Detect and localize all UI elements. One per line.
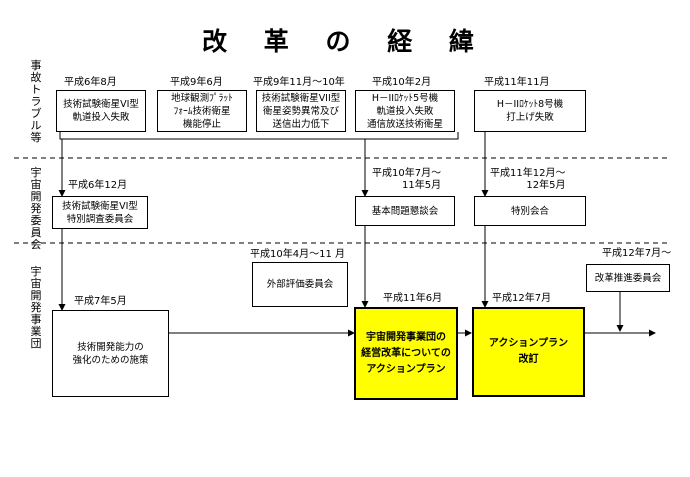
committee-date: 平成11年12月～ 12年5月	[490, 168, 566, 191]
agency-date: 平成10年4月～11 月	[250, 249, 345, 260]
action-plan-revision-box: アクションプラン 改訂	[472, 307, 585, 397]
committee-date: 平成10年7月～ 11年5月	[372, 168, 442, 191]
committee-box: 特別会合	[474, 196, 586, 226]
reform-committee-box: 改革推進委員会	[586, 264, 670, 292]
event-box: H－IIﾛｹｯﾄ8号機 打上げ失敗	[474, 90, 586, 132]
agency-box: 技術開発能力の 強化のための施策	[52, 310, 169, 397]
event-box: 技術試験衛星VII型 衛星姿勢異常及び 送信出力低下	[256, 90, 346, 132]
row-label-incidents: 事故トラブル等	[30, 59, 42, 144]
agency-date: 平成11年6月	[383, 293, 443, 304]
committee-date: 平成6年12月	[68, 180, 128, 191]
agency-date: 平成7年5月	[74, 296, 127, 307]
event-box: H－IIﾛｹｯﾄ5号機 軌道投入失敗 通信放送技術衛星	[355, 90, 455, 132]
event-date: 平成9年6月	[170, 77, 223, 88]
event-date: 平成9年11月～10年	[253, 77, 345, 88]
row-label-committee: 宇宙開発委員会	[30, 166, 42, 251]
event-box: 技術試験衛星VI型 軌道投入失敗	[56, 90, 146, 132]
event-date: 平成10年2月	[372, 77, 432, 88]
committee-box: 基本問題懇談会	[355, 196, 455, 226]
page-title: 改 革 の 経 緯	[202, 27, 488, 56]
event-date: 平成6年8月	[64, 77, 117, 88]
event-box: 地球観測ﾌﾟﾗｯﾄ ﾌｫｰﾑ技術衛星 機能停止	[157, 90, 247, 132]
row-label-agency: 宇宙開発事業団	[30, 265, 42, 350]
action-plan-box: 宇宙開発事業団の 経営改革についての アクションプラン	[354, 307, 458, 400]
agency-box: 外部評価委員会	[252, 262, 348, 307]
agency-date: 平成12年7月～	[602, 248, 672, 259]
event-date: 平成11年11月	[484, 77, 550, 88]
agency-date: 平成12年7月	[492, 293, 552, 304]
committee-box: 技術試験衛星VI型 特別調査委員会	[52, 196, 148, 229]
